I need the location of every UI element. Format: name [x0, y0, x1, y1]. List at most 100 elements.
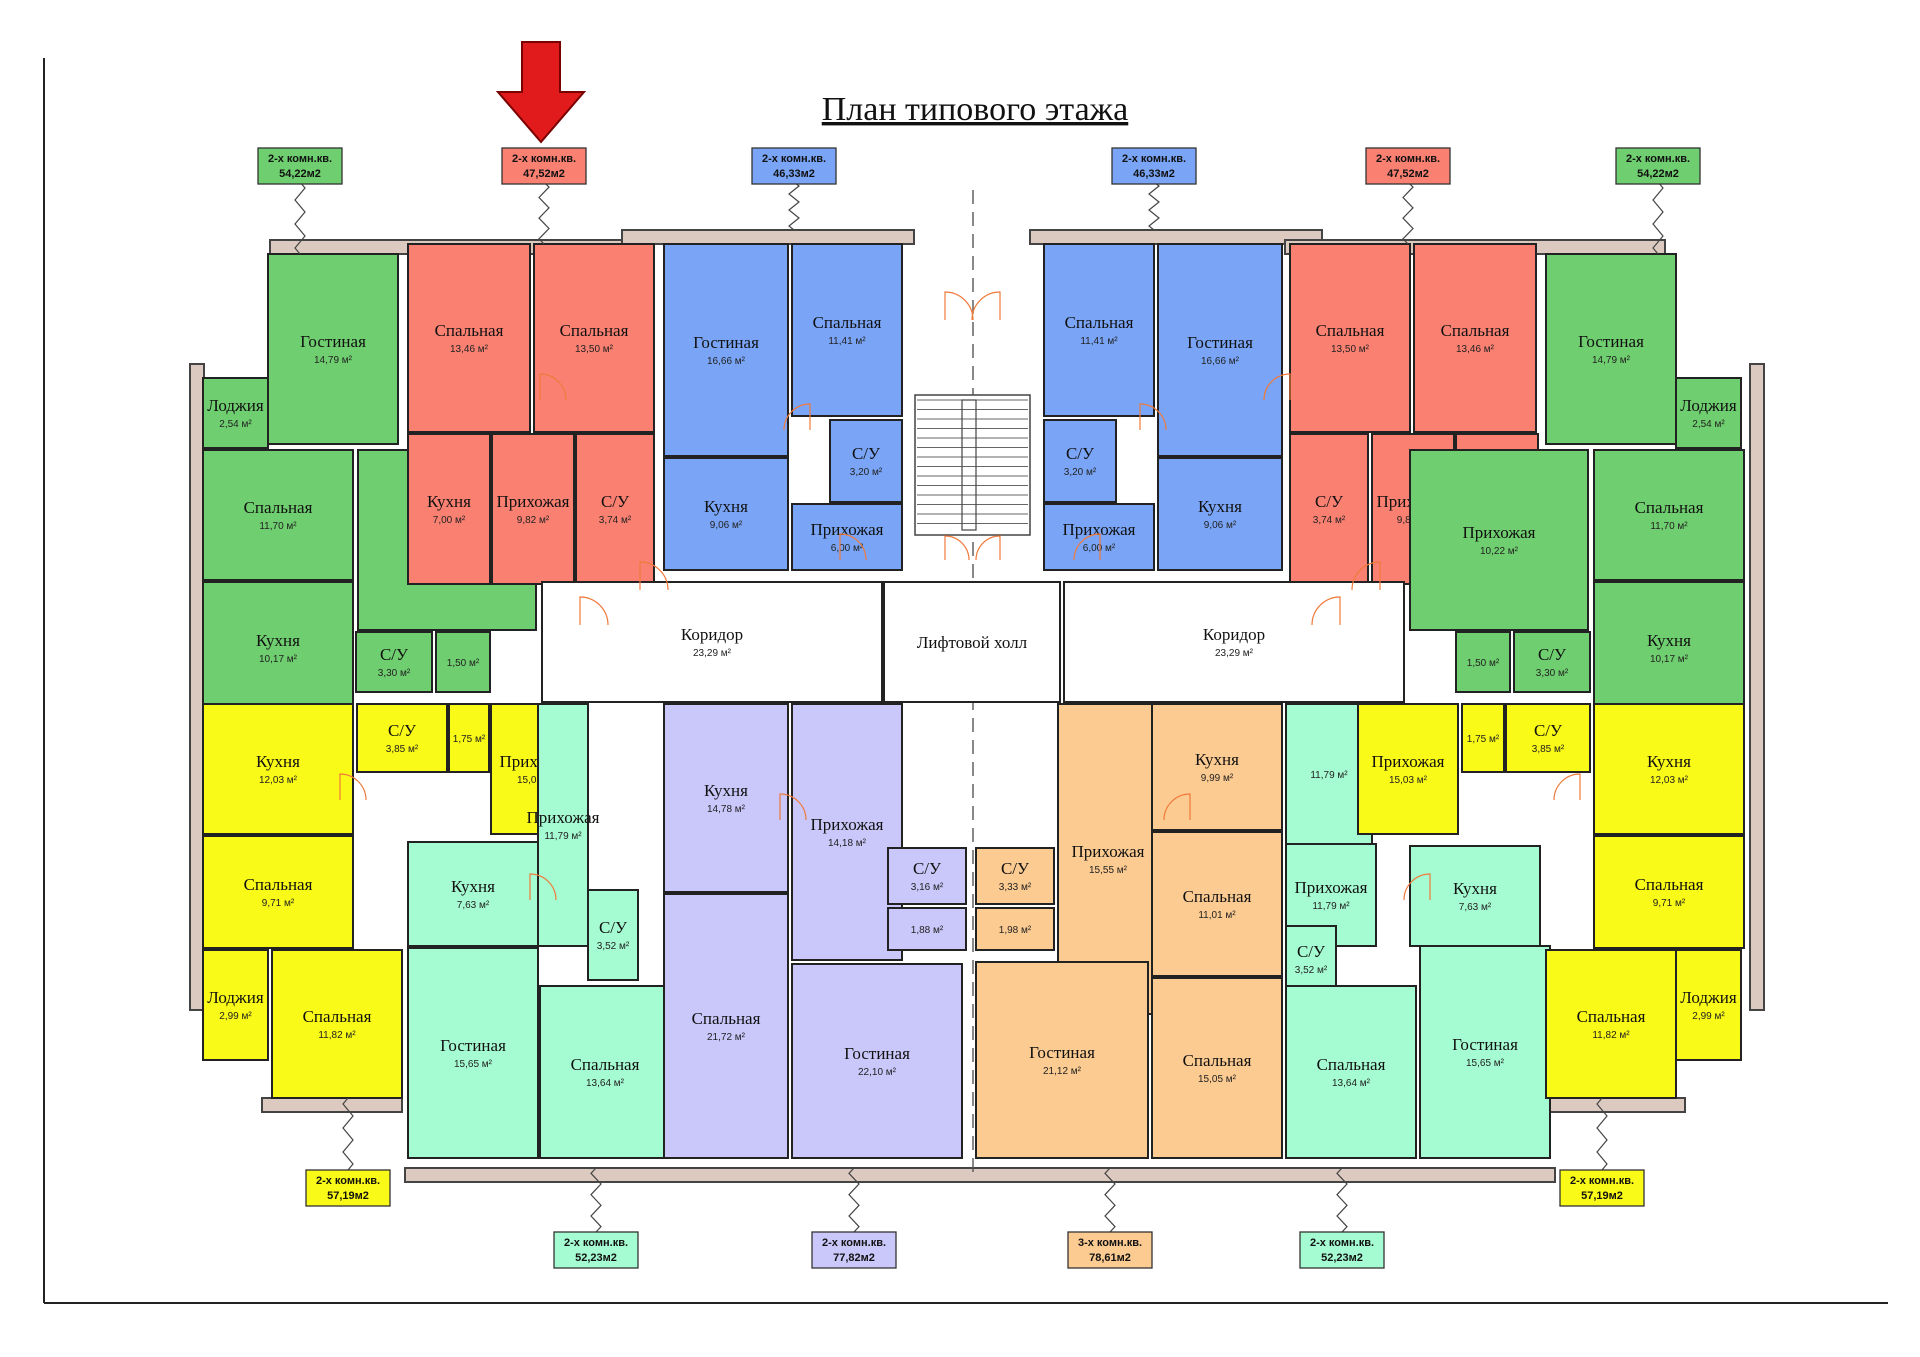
room-name: С/У [599, 918, 628, 937]
room-area-value: 15,05 м² [1198, 1074, 1237, 1085]
door-swing [639, 561, 669, 591]
room-area [1043, 419, 1117, 503]
apartment-area: 54,22м2 [279, 168, 321, 180]
room-area [1409, 845, 1541, 947]
apartment-area: 77,82м2 [833, 1252, 875, 1264]
room-area-value: 12,03 м² [259, 775, 298, 786]
room-area-value: 14,79 м² [1592, 355, 1631, 366]
room-area-value: 9,06 м² [710, 520, 743, 531]
room: С/У3,16 м² [887, 847, 967, 905]
room-area [975, 907, 1055, 951]
room-area [1157, 457, 1283, 571]
room-name: Спальная [1183, 887, 1252, 906]
room: Спальная 9,71 м² [1593, 835, 1745, 949]
room-area [537, 703, 589, 947]
apartment-label: 2-х комн.кв.57,19м2 [1559, 1097, 1645, 1207]
label-box [553, 1231, 639, 1269]
room-area-value: 11,82 м² [318, 1030, 356, 1041]
label-leader [1336, 1167, 1348, 1233]
label-leader [1402, 181, 1414, 245]
apartment-area: 47,52м2 [1387, 168, 1429, 180]
room-name: Спальная [435, 321, 504, 340]
room: 1,50 м² [1455, 631, 1511, 693]
label-leader [1104, 1167, 1116, 1233]
room-area [202, 449, 354, 581]
room-area-value: 10,17 м² [1650, 654, 1689, 665]
room-area-value: 13,64 м² [1332, 1078, 1371, 1089]
label-leader [788, 181, 800, 231]
room-area [491, 433, 575, 585]
room-name: С/У [1066, 444, 1095, 463]
room-name: Кухня [704, 781, 748, 800]
room-area-value: 9,71 м² [1653, 898, 1686, 909]
door-swing [1139, 403, 1167, 431]
stair [914, 394, 1031, 536]
room-area-value: 3,74 м² [599, 515, 632, 526]
room: С/У3,74 м² [575, 433, 655, 585]
room-name: Спальная [244, 875, 313, 894]
room-area-value: 3,74 м² [1313, 515, 1346, 526]
room-name: С/У [1001, 859, 1030, 878]
room-name: Спальная [1577, 1007, 1646, 1026]
room-area [587, 889, 639, 981]
room-area [407, 841, 539, 947]
room: С/У3,52 м² [587, 889, 639, 981]
room-area-value: 23,29 м² [1215, 648, 1254, 659]
room: С/У3,30 м² [355, 631, 433, 693]
room: 1,75 м² [1461, 703, 1505, 773]
door-swing [1263, 373, 1291, 401]
room-area-value: 12,03 м² [1650, 775, 1689, 786]
room: 1,98 м² [975, 907, 1055, 951]
room-name: Кухня [1198, 497, 1242, 516]
room-name: Спальная [303, 1007, 372, 1026]
room-name: Спальная [1316, 321, 1385, 340]
room: Лифтовой холл [883, 581, 1061, 703]
room: Спальная 11,82 м² [271, 949, 403, 1099]
room-area [202, 581, 354, 715]
apartment-type: 2-х комн.кв. [268, 153, 332, 165]
label-leader [294, 181, 306, 255]
apartment-label: 2-х комн.кв.46,33м2 [1111, 147, 1197, 231]
room-name: Спальная [1065, 313, 1134, 332]
room-area-value: 3,85 м² [386, 744, 419, 755]
red-arrow-icon [495, 41, 587, 144]
room-area-value: 15,03 м² [517, 775, 556, 786]
room-area [1063, 581, 1405, 703]
room-name: Лифтовой холл [917, 633, 1028, 652]
room-name: С/У [380, 645, 409, 664]
room-name: Гостиная [693, 333, 759, 352]
room-area [791, 243, 903, 417]
room-area-value: 3,85 м² [1532, 744, 1565, 755]
room-area-value: 1,75 м² [1467, 734, 1500, 745]
room-area-value: 15,65 м² [1466, 1058, 1505, 1069]
room-name: Спальная [1635, 875, 1704, 894]
room-area-value: 14,79 м² [314, 355, 353, 366]
room-area [1545, 949, 1677, 1099]
room-area [1409, 449, 1589, 631]
label-leader [590, 1167, 602, 1233]
room: 1,88 м² [887, 907, 967, 951]
apartment-area: 47,52м2 [523, 168, 565, 180]
room-name: Спальная [571, 1055, 640, 1074]
apartment-label: 2-х комн.кв. 54,22м2 [257, 147, 343, 255]
room: С/У3,33 м² [975, 847, 1055, 905]
door-swing [1311, 596, 1341, 626]
room-area-value: 13,50 м² [575, 344, 614, 355]
room-area-value: 15,03 м² [1389, 775, 1428, 786]
room-area [267, 253, 399, 445]
